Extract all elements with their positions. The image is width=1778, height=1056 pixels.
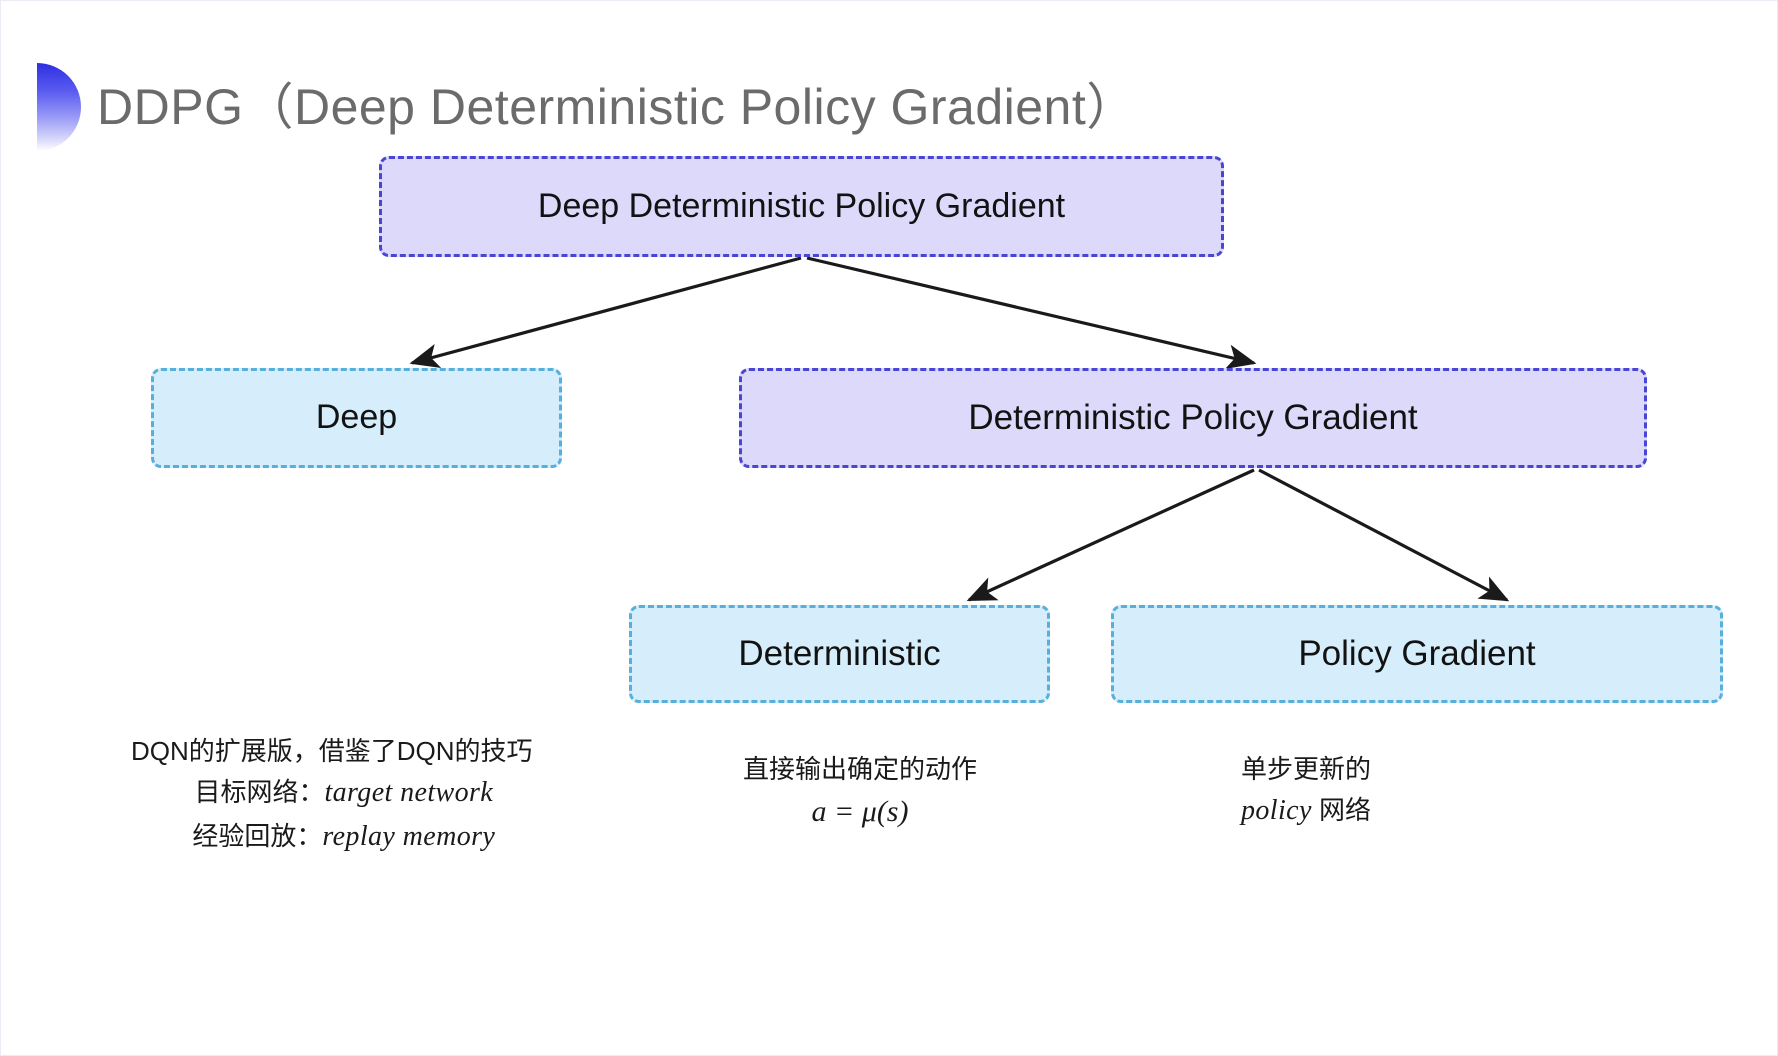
caption-deep-line3-term: replay memory: [322, 820, 496, 852]
caption-deterministic-line1: 直接输出确定的动作: [743, 754, 978, 784]
node-deterministic[interactable]: Deterministic: [629, 605, 1050, 703]
caption-deep: DQN的扩展版，借鉴了DQN的技巧 目标网络：target network 经验…: [131, 731, 533, 858]
edge-dpg-deterministic: [966, 468, 1255, 602]
caption-policy-gradient-line1: 单步更新的: [1241, 754, 1372, 784]
gradient-semicircle-icon: [37, 63, 81, 151]
caption-deep-line1: DQN的扩展版，借鉴了DQN的技巧: [131, 736, 533, 766]
node-policy-gradient[interactable]: Policy Gradient: [1111, 605, 1723, 703]
caption-policy-gradient-term: policy: [1241, 795, 1312, 827]
caption-deterministic-formula: a = μ(s): [811, 795, 909, 829]
node-deterministic-policy-gradient[interactable]: Deterministic Policy Gradient: [739, 368, 1647, 468]
caption-deterministic: 直接输出确定的动作 a = μ(s): [743, 749, 977, 836]
caption-policy-gradient-suffix: 网络: [1311, 795, 1372, 826]
caption-deep-line3-label: 经验回放：: [192, 820, 323, 851]
edge-dpg-policy-gradient: [1258, 468, 1510, 602]
node-deep-deterministic-policy-gradient[interactable]: Deep Deterministic Policy Gradient: [379, 156, 1224, 257]
node-label: Deep Deterministic Policy Gradient: [537, 186, 1066, 225]
node-label: Deterministic Policy Gradient: [968, 397, 1418, 437]
caption-deep-line2-term: target network: [324, 777, 494, 809]
node-label: Deep: [315, 398, 398, 437]
caption-policy-gradient-line2: policy 网络: [1241, 789, 1371, 832]
node-label: Deterministic: [738, 633, 941, 673]
caption-policy-gradient: 单步更新的 policy 网络: [1241, 749, 1371, 833]
caption-deep-line2: 目标网络：target network: [131, 771, 533, 814]
page-title-text: DDPG（Deep Deterministic Policy Gradient）: [97, 78, 1137, 135]
node-label: Policy Gradient: [1298, 633, 1536, 673]
caption-deep-line3: 经验回放：replay memory: [131, 815, 533, 858]
page-title: DDPG（Deep Deterministic Policy Gradient）: [1, 59, 1137, 155]
caption-deep-line2-label: 目标网络：: [194, 777, 325, 808]
edge-root-deep: [409, 256, 802, 369]
node-deep[interactable]: Deep: [151, 368, 562, 468]
edge-root-dpg: [806, 256, 1257, 370]
